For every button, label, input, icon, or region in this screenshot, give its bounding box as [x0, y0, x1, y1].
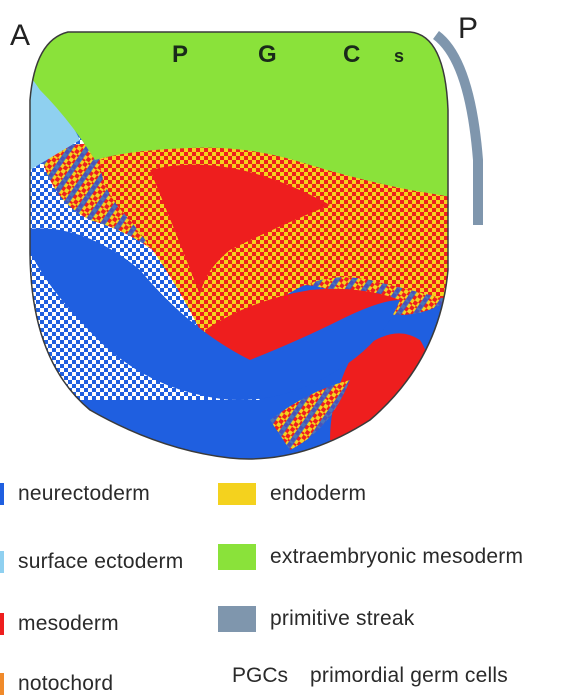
swatch-mesoderm	[0, 613, 4, 635]
legend-pgcs-abbr: PGCs	[232, 664, 288, 688]
swatch-neurectoderm	[0, 483, 4, 505]
legend-item-notochord: notochord	[0, 672, 113, 696]
legend-item-neurectoderm: neurectoderm	[0, 482, 150, 506]
swatch-notochord	[0, 673, 4, 695]
legend-item-surface-ectoderm: surface ectoderm	[0, 550, 183, 574]
legend-label-endoderm: endoderm	[270, 482, 366, 506]
legend-item-pgcs: PGCs primordial germ cells	[232, 664, 508, 688]
legend-item-extraembryonic-mesoderm: extraembryonic mesoderm	[218, 544, 523, 570]
legend-pgcs-full: primordial germ cells	[310, 664, 508, 688]
legend-label-notochord: notochord	[18, 672, 113, 696]
swatch-endoderm	[218, 483, 256, 505]
pgc-letter-s: s	[394, 46, 404, 66]
legend-item-endoderm: endoderm	[218, 482, 366, 506]
swatch-surface-ectoderm	[0, 551, 4, 573]
pgc-letter-p: P	[172, 41, 188, 68]
legend-label-primitive-streak: primitive streak	[270, 607, 414, 631]
legend-label-neurectoderm: neurectoderm	[18, 482, 150, 506]
swatch-extraembryonic-mesoderm	[218, 544, 256, 570]
swatch-primitive-streak	[218, 606, 256, 632]
label-anterior: A	[10, 19, 30, 52]
embryo-fate-map: A P P G C s	[0, 0, 571, 470]
legend-item-primitive-streak: primitive streak	[218, 606, 414, 632]
legend-item-mesoderm: mesoderm	[0, 612, 119, 636]
pgc-letter-c: C	[343, 41, 360, 68]
legend-label-surface-ectoderm: surface ectoderm	[18, 550, 183, 574]
legend-label-extraembryonic-mesoderm: extraembryonic mesoderm	[270, 545, 523, 569]
legend-label-mesoderm: mesoderm	[18, 612, 119, 636]
pgc-letter-g: G	[258, 41, 277, 68]
label-posterior: P	[458, 12, 478, 45]
